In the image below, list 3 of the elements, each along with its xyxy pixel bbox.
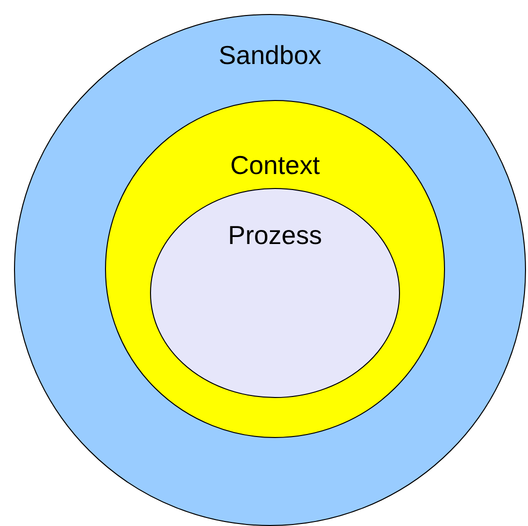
circle-label: Prozess: [227, 220, 323, 251]
circle-label: Sandbox: [218, 40, 322, 71]
circle-label: Context: [229, 150, 321, 181]
